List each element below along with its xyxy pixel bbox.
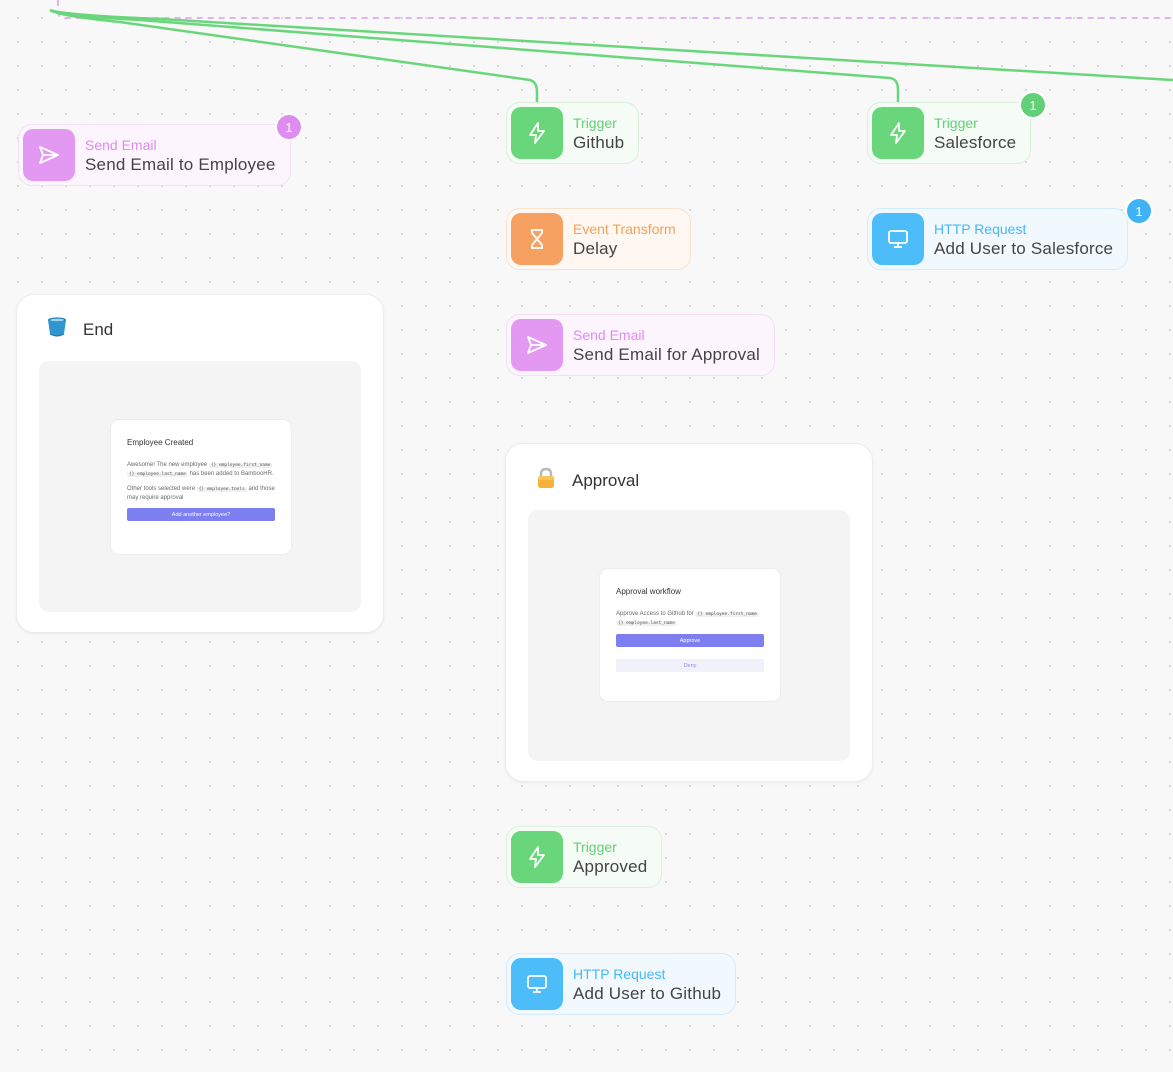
notification-badge[interactable]: 1 <box>1127 199 1151 223</box>
node-title: Send Email for Approval <box>573 345 760 364</box>
end-node-card[interactable]: End Employee Created Awesome! The new em… <box>16 294 384 633</box>
notification-badge[interactable]: 1 <box>1021 93 1045 117</box>
lightning-icon <box>511 831 563 883</box>
send-icon <box>23 129 75 181</box>
send-icon <box>511 319 563 371</box>
notification-badge[interactable]: 1 <box>277 115 301 139</box>
approval-node-card[interactable]: Approval Approval workflow Approve Acces… <box>505 443 873 782</box>
bucket-icon <box>45 315 69 344</box>
node-trigger-github[interactable]: Trigger Github <box>506 102 640 164</box>
node-trigger-approved[interactable]: Trigger Approved <box>506 826 663 888</box>
variable-chip: {} employee.tools <box>196 487 247 492</box>
lock-icon <box>534 466 558 495</box>
preview-text: Approve Access to Github for <box>616 611 694 617</box>
approve-button[interactable]: Approve <box>616 634 764 647</box>
node-title: Add User to Github <box>573 984 722 1003</box>
lightning-icon <box>511 107 563 159</box>
card-title: Approval <box>572 470 640 490</box>
variable-chip: {} employee.last_name <box>616 621 677 626</box>
node-send-email-for-approval[interactable]: Send Email Send Email for Approval <box>506 314 775 376</box>
preview-heading: Approval workflow <box>616 587 681 596</box>
preview-text: Other tools selected were <box>127 486 196 492</box>
card-title: End <box>83 319 114 339</box>
preview-text: Awesome! The new employee <box>127 462 208 468</box>
node-category: Send Email <box>573 327 645 343</box>
preview-panel: Approval workflow Approve Access to Gith… <box>528 510 850 761</box>
node-title: Salesforce <box>934 133 1017 152</box>
node-category: Event Transform <box>573 221 676 237</box>
preview-form: Approval workflow Approve Access to Gith… <box>600 569 780 701</box>
monitor-icon <box>511 958 563 1010</box>
preview-form: Employee Created Awesome! The new employ… <box>111 420 291 554</box>
node-category: Trigger <box>573 115 617 131</box>
lightning-icon <box>872 107 924 159</box>
hourglass-icon <box>511 213 563 265</box>
preview-panel: Employee Created Awesome! The new employ… <box>39 361 361 612</box>
node-title: Approved <box>573 857 648 876</box>
node-title: Github <box>573 133 625 152</box>
node-send-email-to-employee[interactable]: Send Email Send Email to Employee <box>18 124 291 186</box>
add-another-employee-button[interactable]: Add another employee? <box>127 508 275 521</box>
variable-chip: {} employee.first_name <box>208 463 273 468</box>
variable-chip: {} employee.first_name <box>695 612 759 617</box>
variable-chip: {} employee.last_name <box>127 472 188 477</box>
node-category: Trigger <box>934 115 978 131</box>
node-title: Add User to Salesforce <box>934 239 1114 258</box>
preview-text: and those may require approval <box>127 486 275 501</box>
node-event-transform-delay[interactable]: Event Transform Delay <box>506 208 691 270</box>
node-title: Send Email to Employee <box>85 155 276 174</box>
node-category: Send Email <box>85 137 157 153</box>
deny-button[interactable]: Deny <box>616 659 764 672</box>
monitor-icon <box>872 213 924 265</box>
preview-heading: Employee Created <box>127 438 194 447</box>
node-title: Delay <box>573 239 618 258</box>
node-http-add-user-salesforce[interactable]: HTTP Request Add User to Salesforce <box>867 208 1129 270</box>
node-trigger-salesforce[interactable]: Trigger Salesforce <box>867 102 1032 164</box>
node-category: Trigger <box>573 839 617 855</box>
node-category: HTTP Request <box>934 221 1027 237</box>
node-category: HTTP Request <box>573 966 666 982</box>
node-http-add-user-github[interactable]: HTTP Request Add User to Github <box>506 953 737 1015</box>
preview-text: has been added to BambooHR. <box>189 471 274 477</box>
